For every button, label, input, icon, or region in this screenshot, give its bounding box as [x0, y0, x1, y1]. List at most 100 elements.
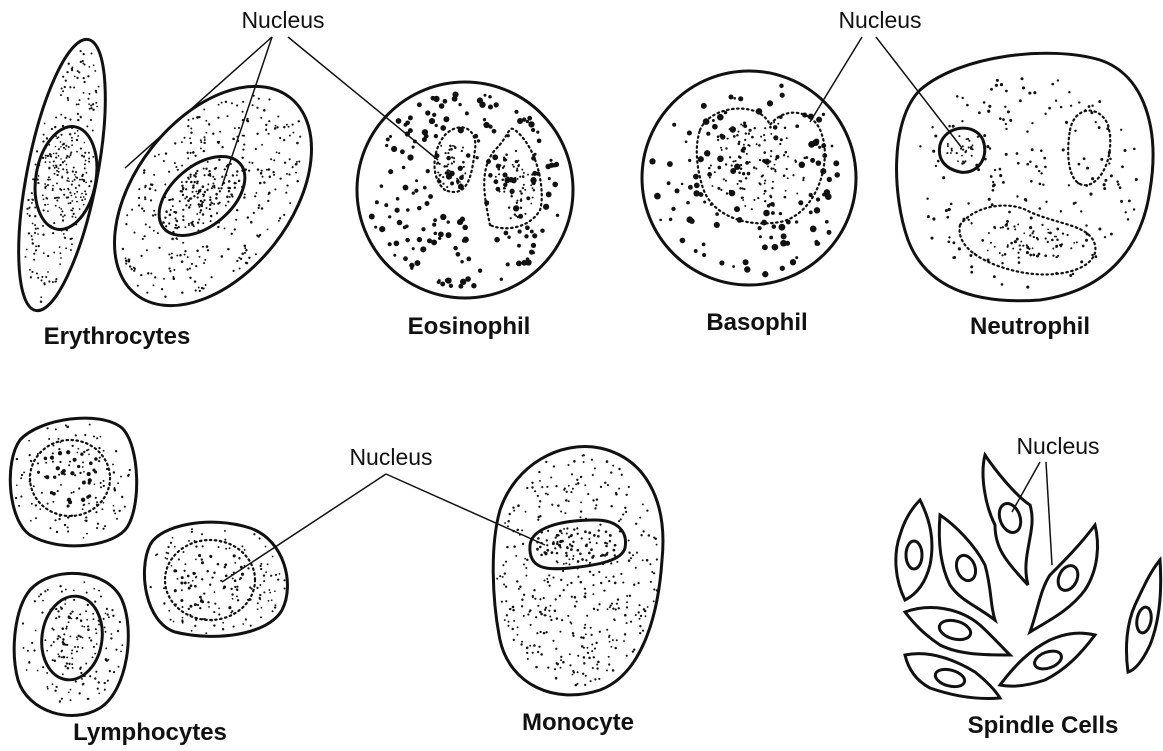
stipple-dot [70, 151, 72, 153]
stipple-dot [60, 134, 62, 136]
stipple-dot [76, 77, 78, 79]
stipple-dot [278, 220, 280, 222]
stipple-dot [507, 178, 509, 180]
stipple-dot [248, 170, 250, 172]
stipple-dot [435, 124, 438, 127]
stipple-dot [260, 172, 263, 175]
stipple-dot [556, 561, 558, 563]
stipple-dot [182, 215, 184, 217]
stipple-dot [962, 145, 964, 147]
stipple-dot [659, 219, 662, 222]
stipple-dot [779, 84, 784, 89]
stipple-dot [105, 613, 107, 615]
stipple-dot [83, 504, 85, 506]
stipple-dot [544, 552, 547, 555]
stipple-dot [81, 498, 85, 502]
stipple-dot [79, 99, 81, 101]
stipple-dot [760, 136, 762, 138]
stipple-dot [1070, 105, 1072, 107]
stipple-dot [1001, 254, 1003, 256]
stipple-dot [1031, 122, 1033, 124]
stipple-dot [522, 187, 524, 189]
stipple-dot [217, 226, 219, 228]
stipple-dot [231, 195, 233, 197]
stipple-dot [203, 287, 205, 289]
stipple-dot [270, 575, 272, 577]
stipple-dot [98, 590, 100, 592]
stipple-dot [224, 530, 226, 532]
stipple-dot [191, 531, 193, 533]
stipple-dot [81, 625, 83, 627]
stipple-dot [125, 263, 127, 265]
stipple-dot [58, 451, 62, 455]
stipple-dot [66, 164, 68, 166]
stipple-dot [505, 600, 507, 602]
stipple-dot [739, 187, 741, 189]
stipple-dot [792, 174, 794, 176]
stipple-dot [263, 181, 265, 183]
stipple-dot [195, 559, 197, 561]
stipple-dot [956, 152, 958, 154]
stipple-dot [36, 150, 38, 152]
stipple-dot [571, 596, 573, 598]
stipple-dot [577, 576, 579, 578]
stipple-dot [23, 647, 25, 649]
stipple-dot [961, 155, 963, 157]
stipple-dot [545, 614, 547, 616]
stipple-dot [608, 656, 610, 658]
stipple-dot [546, 191, 552, 197]
stipple-dot [494, 102, 499, 107]
stipple-dot [446, 172, 448, 174]
stipple-dot [1002, 226, 1004, 228]
stipple-dot [145, 223, 147, 225]
stipple-dot [242, 111, 244, 113]
stipple-dot [773, 168, 775, 170]
stipple-dot [147, 272, 149, 274]
stipple-dot [61, 87, 63, 89]
stipple-texture [22, 581, 123, 702]
stipple-dot [118, 666, 120, 668]
stipple-dot [405, 238, 410, 243]
stipple-dot [753, 166, 756, 169]
stipple-dot [94, 600, 96, 602]
stipple-dot [1125, 211, 1127, 213]
stipple-dot [244, 193, 246, 195]
stipple-dot [779, 143, 781, 145]
stipple-dot [125, 260, 128, 263]
stipple-dot [999, 252, 1001, 254]
stipple-dot [66, 126, 68, 128]
stipple-dot [597, 535, 600, 538]
stipple-dot [758, 144, 761, 147]
stipple-dot [552, 640, 554, 642]
leader-lines [125, 37, 1052, 582]
stipple-dot [462, 239, 466, 243]
stipple-dot [439, 103, 445, 109]
stipple-dot [740, 168, 742, 170]
stipple-dot [442, 183, 444, 185]
stipple-dot [394, 208, 399, 213]
stipple-dot [207, 601, 209, 603]
stipple-dot [505, 153, 508, 156]
stipple-dot [62, 638, 64, 640]
stipple-dot [238, 257, 240, 259]
stipple-dot [208, 123, 210, 125]
stipple-dot [1048, 107, 1051, 110]
stipple-dot [1005, 123, 1007, 125]
stipple-dot [182, 194, 184, 196]
stipple-dot [56, 531, 58, 533]
stipple-dot [43, 209, 45, 211]
stipple-dot [571, 473, 573, 475]
stipple-dot [182, 219, 184, 221]
stipple-dot [89, 108, 91, 110]
stipple-dot [1133, 148, 1136, 151]
stipple-dot [554, 162, 559, 167]
stipple-dot [624, 507, 626, 509]
stipple-dot [140, 255, 142, 257]
stipple-dot [198, 203, 201, 206]
stipple-dot [1040, 172, 1042, 174]
stipple-dot [104, 525, 106, 527]
stipple-dot [521, 260, 527, 266]
stipple-dot [165, 557, 167, 559]
stipple-dot [72, 170, 74, 172]
stipple-dot [556, 534, 559, 537]
